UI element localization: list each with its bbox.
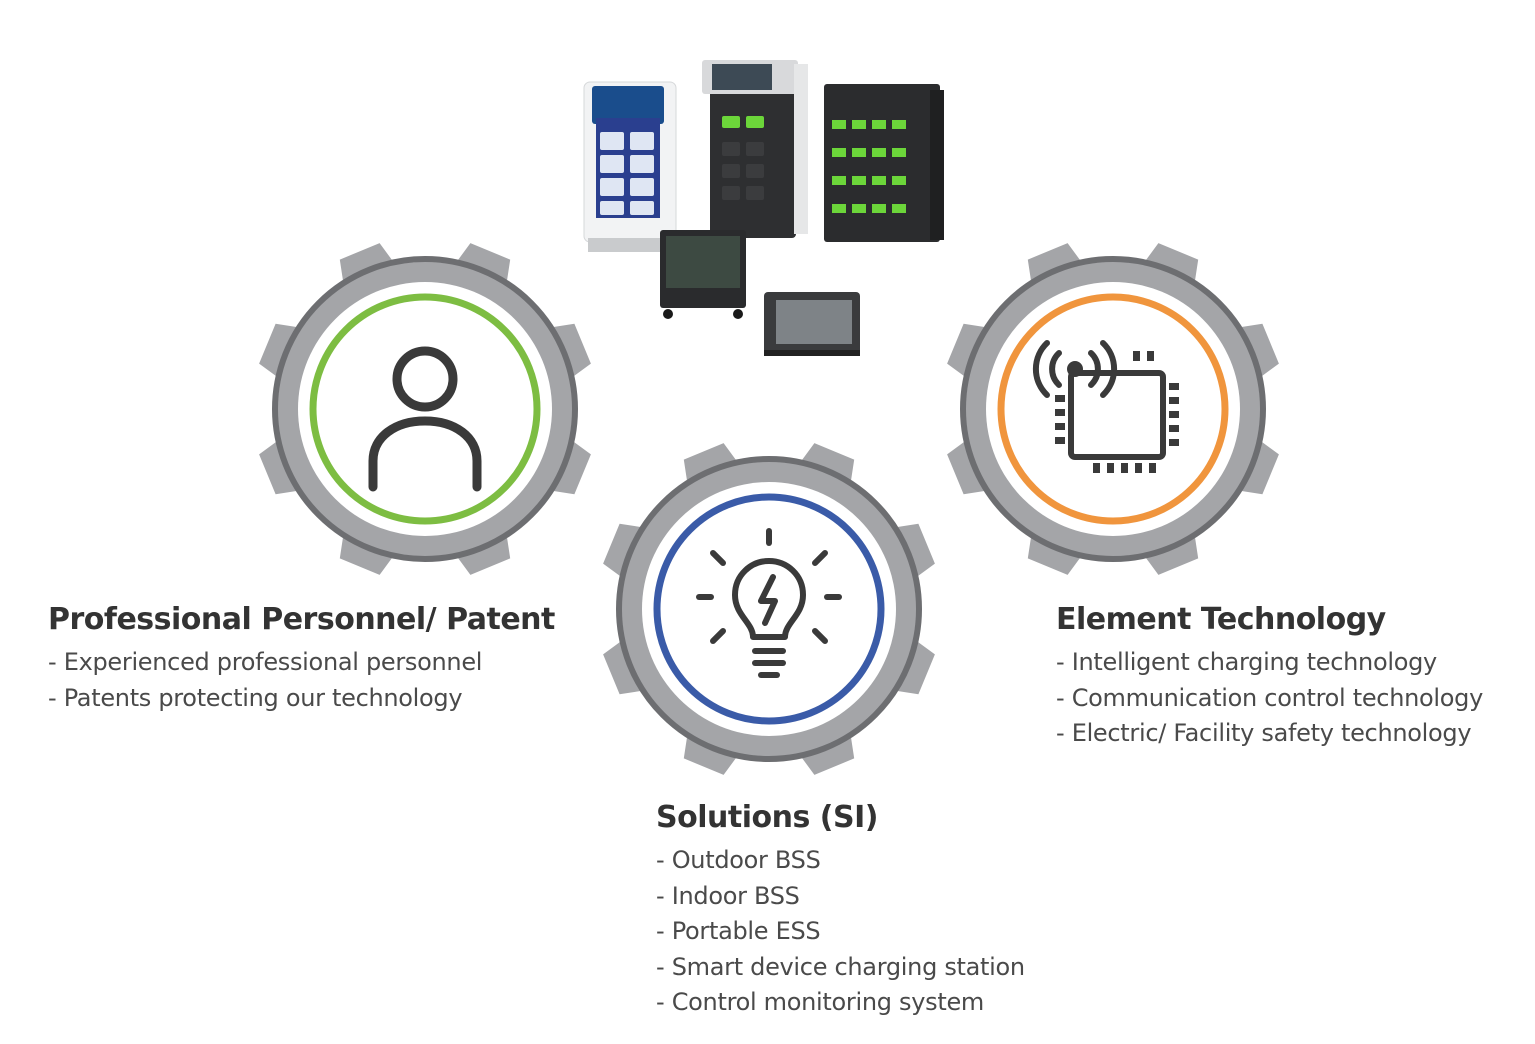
list-item: Electric/ Facility safety technology bbox=[1056, 716, 1483, 752]
indoor-bss-cabinet bbox=[824, 84, 944, 242]
block-personnel: Professional Personnel/ Patent Experienc… bbox=[48, 602, 555, 716]
outdoor-bss-black-kiosk bbox=[702, 60, 808, 238]
list-item: Control monitoring system bbox=[656, 985, 1025, 1021]
list-item: Outdoor BSS bbox=[656, 843, 1025, 879]
portable-ess bbox=[764, 292, 860, 356]
list-item: Experienced professional personnel bbox=[48, 645, 555, 681]
ring-green bbox=[309, 293, 541, 525]
list-item: Smart device charging station bbox=[656, 950, 1025, 986]
ring-orange bbox=[997, 293, 1229, 525]
list-item: Indoor BSS bbox=[656, 879, 1025, 915]
lightbulb-icon bbox=[696, 528, 842, 678]
block-title: Element Technology bbox=[1056, 602, 1386, 637]
block-title: Professional Personnel/ Patent bbox=[48, 602, 555, 637]
list-item: Portable ESS bbox=[656, 914, 1025, 950]
list-item: Communication control technology bbox=[1056, 681, 1484, 717]
block-list: Intelligent charging technology Communic… bbox=[1056, 645, 1484, 752]
chip-signal-icon bbox=[1032, 340, 1179, 473]
gear-element bbox=[938, 234, 1288, 584]
outdoor-bss-white-kiosk bbox=[583, 81, 677, 252]
gear-personnel bbox=[250, 234, 600, 584]
gear-solutions bbox=[594, 434, 944, 784]
list-item: Intelligent charging technology bbox=[1056, 645, 1483, 681]
list-item: Patents protecting our technology bbox=[48, 681, 555, 717]
product-image bbox=[570, 50, 960, 380]
person-icon bbox=[368, 346, 482, 492]
portable-charging-cart bbox=[660, 230, 746, 319]
block-element: Element Technology Intelligent charging … bbox=[1056, 602, 1483, 752]
block-title: Solutions (SI) bbox=[656, 800, 878, 835]
block-solutions: Solutions (SI) Outdoor BSS Indoor BSS Po… bbox=[656, 800, 1025, 1021]
block-list: Outdoor BSS Indoor BSS Portable ESS Smar… bbox=[656, 843, 1025, 1021]
block-list: Experienced professional personnel Paten… bbox=[48, 645, 555, 716]
ring-blue bbox=[653, 493, 885, 725]
